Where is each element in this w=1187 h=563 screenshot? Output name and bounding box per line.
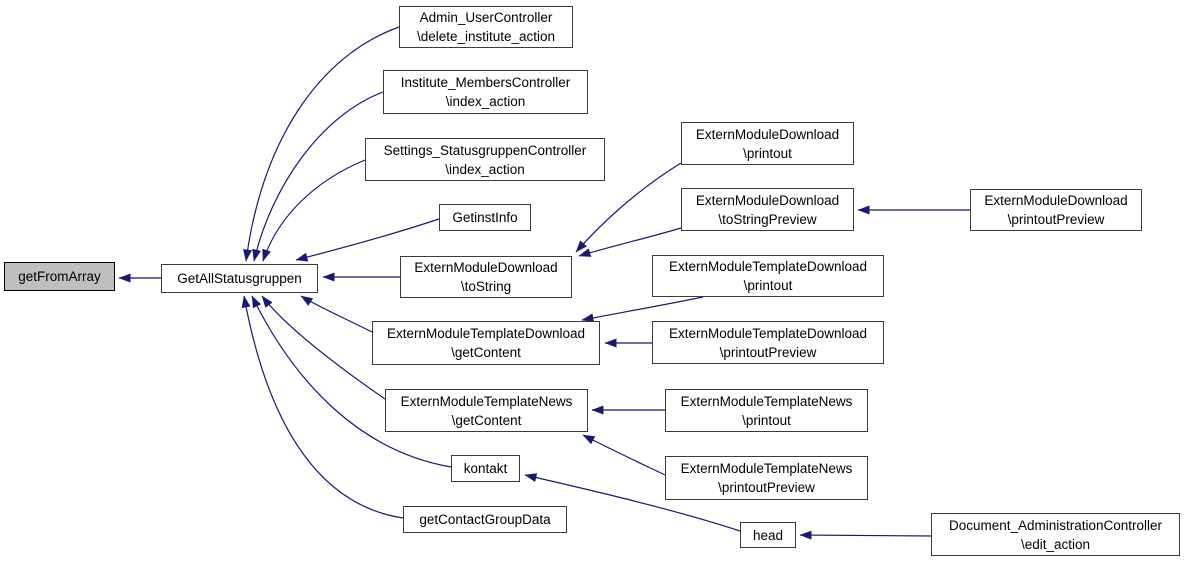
node-label-line: ExternModuleTemplateDownload [386, 326, 586, 341]
node-label-line: ExternModuleDownload [695, 126, 840, 142]
node-label-line: \toStringPreview [718, 211, 817, 227]
node-externmoduletemplatenews-printout[interactable]: ExternModuleTemplateNews \printout [665, 389, 868, 432]
node-label-line: \index_action [445, 161, 525, 177]
node-externmoduletemplatedownload-getcontent[interactable]: ExternModuleTemplateDownload \getContent [372, 321, 600, 365]
node-label-line: ExternModuleTemplateNews [680, 461, 853, 476]
node-label-line: ExternModuleTemplateNews [680, 393, 853, 409]
node-externmoduletemplatenews-getcontent[interactable]: ExternModuleTemplateNews \getContent [385, 389, 588, 432]
node-externmoduletemplatedownload-printout[interactable]: ExternModuleTemplateDownload \printout [652, 255, 884, 297]
node-label-line: \getContent [451, 412, 522, 428]
node-label-line: head [752, 527, 784, 543]
node-label-line: \printoutPreview [1007, 212, 1105, 227]
node-label-line: ExternModuleTemplateDownload [668, 325, 868, 341]
node-kontakt[interactable]: kontakt [451, 455, 520, 482]
node-label-line: \toString [460, 279, 512, 294]
node-label-line: \edit_action [1020, 536, 1091, 552]
node-label-line: \printoutPreview [719, 344, 817, 360]
node-label-line: ExternModuleTemplateNews [400, 393, 573, 409]
edge-head-to-kontakt [524, 473, 741, 532]
node-label-line: getFromArray [18, 269, 101, 284]
node-settings-statusgruppencontroller-index-action[interactable]: Settings_StatusgruppenController \index_a… [365, 138, 605, 181]
node-label-line: Institute_MembersController [400, 75, 571, 90]
node-label-line: Settings_StatusgruppenController [383, 142, 587, 158]
node-label-line: \printoutPreview [718, 480, 815, 495]
node-label-line: \printout [743, 145, 792, 161]
node-label-line: kontakt [463, 461, 508, 476]
edge-externmoduletemplatenews-printoutpreview-to-externmoduletemplatenews-getcontent [582, 434, 666, 476]
edge-externmoduledownload-printout-to-externmoduledownload-tostring [575, 162, 682, 253]
node-getFromArray[interactable]: getFromArray [4, 262, 115, 291]
node-label-line: GetinstInfo [452, 210, 518, 225]
node-label-line: \index_action [445, 94, 526, 109]
edge-institute-memberscontroller-index-action-to-GetAllStatusgruppen [252, 91, 384, 262]
node-institute-memberscontroller-index-action[interactable]: Institute_MembersController \index_action [383, 70, 588, 114]
node-getContactGroupData[interactable]: getContactGroupData [403, 506, 567, 533]
edge-externmoduledownload-tostringpreview-to-externmoduledownload-tostring [578, 227, 682, 257]
node-externmoduledownload-tostring[interactable]: ExternModuleDownload \toString [400, 256, 572, 298]
edge-externmoduletemplatedownload-printout-to-externmoduletemplatedownload-getcontent [581, 296, 704, 323]
node-label-line: \printout [742, 412, 791, 428]
edge-settings-statusgruppencontroller-index-action-to-GetAllStatusgruppen [262, 159, 366, 262]
node-GetAllStatusgruppen[interactable]: GetAllStatusgruppen [161, 264, 318, 293]
node-label-line: ExternModuleDownload [695, 192, 840, 208]
node-label-line: Document_AdministrationController [948, 517, 1163, 533]
node-externmoduledownload-tostringpreview[interactable]: ExternModuleDownload \toStringPreview [681, 188, 854, 231]
node-label-line: ExternModuleTemplateDownload [668, 259, 868, 274]
node-label-line: ExternModuleDownload [984, 193, 1128, 208]
node-admin-usercontroller-delete-institute-action[interactable]: Admin_UserController \delete_institute_ac… [399, 6, 573, 48]
node-externmoduledownload-printoutpreview[interactable]: ExternModuleDownload \printoutPreview [970, 189, 1142, 231]
edge-document-administrationcontroller-edit-action-to-head [799, 530, 932, 540]
node-GetinstInfo[interactable]: GetinstInfo [439, 204, 531, 231]
edge-externmoduletemplatenews-getcontent-to-GetAllStatusgruppen [261, 295, 386, 400]
node-label-line: \getContent [451, 345, 521, 360]
node-externmoduletemplatedownload-printoutpreview[interactable]: ExternModuleTemplateDownload \printoutPre… [652, 321, 884, 364]
node-document-administrationcontroller-edit-action[interactable]: Document_AdministrationController \edit_a… [931, 513, 1180, 556]
node-label-line: getContactGroupData [419, 512, 551, 527]
node-label-line: \printout [743, 278, 793, 293]
node-label-line: GetAllStatusgruppen [177, 271, 302, 286]
node-head[interactable]: head [740, 522, 796, 548]
edge-externmoduletemplatedownload-getcontent-to-GetAllStatusgruppen [300, 295, 373, 333]
edge-GetinstInfo-to-GetAllStatusgruppen [295, 218, 440, 262]
edge-getContactGroupData-to-GetAllStatusgruppen [241, 295, 404, 519]
node-label-line: Admin_UserController [419, 10, 553, 25]
node-externmoduletemplatenews-printoutpreview[interactable]: ExternModuleTemplateNews \printoutPreview [665, 456, 868, 500]
node-externmoduledownload-printout[interactable]: ExternModuleDownload \printout [681, 122, 854, 165]
edge-kontakt-to-GetAllStatusgruppen [251, 295, 452, 468]
node-label-line: \delete_institute_action [416, 29, 556, 44]
edge-admin-usercontroller-delete-institute-action-to-GetAllStatusgruppen [243, 26, 400, 262]
node-label-line: ExternModuleDownload [414, 260, 558, 275]
